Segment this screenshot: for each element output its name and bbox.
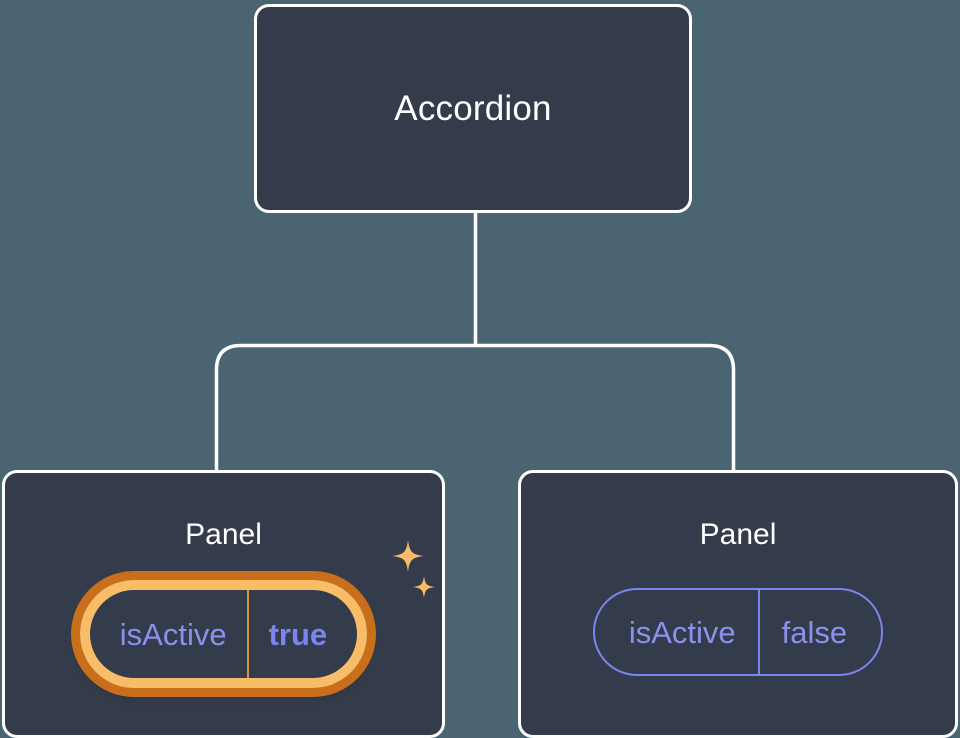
node-panel-inactive-title: Panel (699, 518, 777, 551)
prop-key: isActive (119, 616, 227, 652)
prop-pill-isactive-true[interactable]: isActive true (79, 580, 368, 688)
node-panel-active[interactable]: Panel isActive true (2, 470, 445, 738)
prop-value: false (757, 590, 881, 674)
node-panel-inactive[interactable]: Panel isActive false (518, 470, 958, 738)
panel-body: Panel isActive true (5, 473, 442, 735)
node-accordion[interactable]: Accordion (254, 4, 692, 213)
connector-branch-left (214, 343, 476, 470)
prop-pill-isactive-false[interactable]: isActive false (592, 588, 884, 676)
connector-branch-right (475, 343, 736, 470)
panel-body: Panel isActive false (521, 473, 955, 735)
node-accordion-title: Accordion (394, 89, 552, 128)
prop-pill-highlight-wrapper: isActive true (79, 580, 368, 688)
prop-key: isActive (628, 614, 736, 650)
prop-value: true (246, 590, 358, 678)
node-panel-active-title: Panel (185, 518, 262, 551)
